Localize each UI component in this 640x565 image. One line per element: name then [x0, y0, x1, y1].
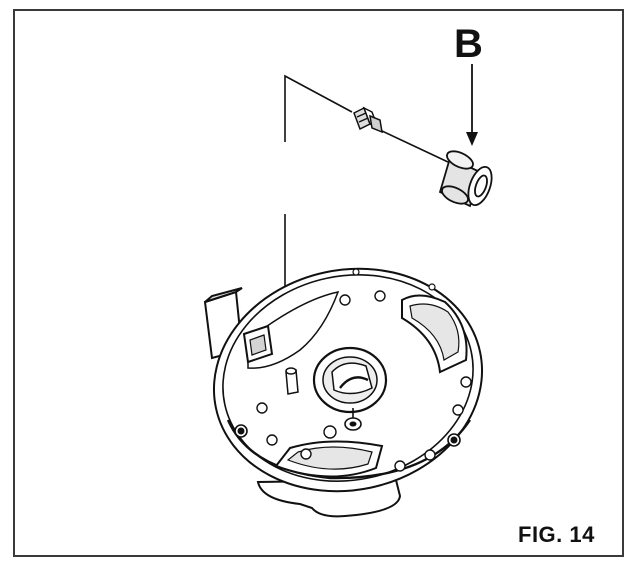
- cylindrical-cap-icon: [438, 150, 493, 208]
- fitting-icon: [353, 106, 383, 134]
- callout-arrow: [466, 64, 478, 146]
- figure-caption: FIG. 14: [518, 522, 595, 547]
- round-base-plate-icon: [203, 267, 484, 518]
- callout-label-b: B: [454, 22, 483, 66]
